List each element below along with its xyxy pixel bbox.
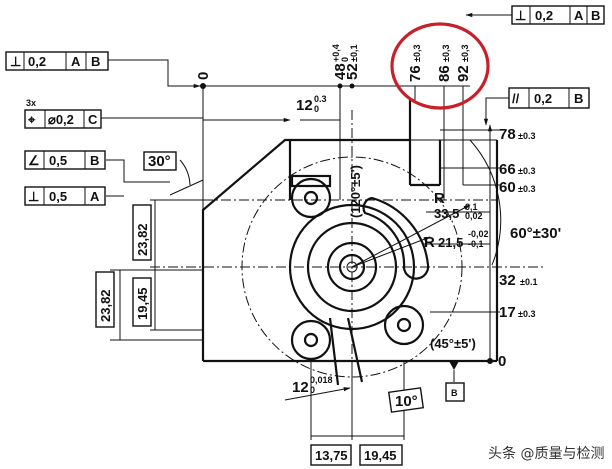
right-dimensions: 78 ±0.3 66 ±0.3 60 ±0.3 32 ±0.1 17 ±0.3 … <box>498 126 537 370</box>
svg-text:12: 12 <box>296 97 313 114</box>
svg-text:17: 17 <box>499 304 516 321</box>
svg-text:32: 32 <box>499 272 516 289</box>
svg-text:C: C <box>88 112 98 127</box>
svg-text:R: R <box>424 234 435 251</box>
svg-text:A: A <box>90 189 100 204</box>
svg-text:R: R <box>434 190 445 207</box>
svg-text:B: B <box>90 153 99 168</box>
datum-b-box: B <box>445 382 465 402</box>
position-icon: ⌖ <box>27 112 36 127</box>
svg-text:86: 86 <box>436 65 453 82</box>
svg-text:A: A <box>71 54 81 69</box>
svg-text:±0,3: ±0,3 <box>441 45 451 62</box>
bolt-holes <box>290 174 425 361</box>
svg-text:60: 60 <box>499 179 516 196</box>
svg-text:23,82: 23,82 <box>135 223 150 256</box>
top-dimensions: 0 48 +0,4 0 52 ±0,1 76 ±0,3 86 ±0,3 92 ±… <box>195 44 472 82</box>
svg-text:60°±30': 60°±30' <box>510 225 561 242</box>
svg-text:10°: 10° <box>395 393 418 410</box>
parallelism-icon: // <box>512 91 520 106</box>
svg-text:B: B <box>591 8 600 23</box>
svg-text:92: 92 <box>455 65 472 82</box>
perpendicularity-icon: ⊥ <box>515 8 526 23</box>
central-hub <box>288 196 430 386</box>
svg-text:66: 66 <box>499 161 516 178</box>
svg-text:23,82: 23,82 <box>98 289 113 322</box>
hole-bottom-left <box>290 319 332 361</box>
svg-text:B: B <box>574 91 583 106</box>
perpendicularity-icon: ⊥ <box>28 189 39 204</box>
svg-text:+0,4: +0,4 <box>331 44 341 62</box>
svg-text:78: 78 <box>499 126 516 143</box>
watermark: 头条 @质量与检测 <box>488 445 604 462</box>
bottom-dimensions: 13,75 19,45 <box>310 444 403 466</box>
svg-text:(45°±5'): (45°±5') <box>430 336 476 351</box>
svg-text:B: B <box>451 388 458 398</box>
svg-text:0: 0 <box>195 72 212 80</box>
svg-text:30°: 30° <box>148 153 171 170</box>
svg-text:0: 0 <box>314 104 319 114</box>
svg-text:52: 52 <box>344 63 361 80</box>
annotations: 12 0.3 0 30° (120°±5') R 33,5 0,1 0,02 R… <box>143 94 561 413</box>
svg-text:±0.1: ±0.1 <box>520 277 537 287</box>
svg-text:±0.3: ±0.3 <box>518 309 535 319</box>
svg-text:19,45: 19,45 <box>135 287 150 320</box>
svg-text:A: A <box>574 8 584 23</box>
dimension-lines <box>100 12 512 440</box>
svg-text:-0,02: -0,02 <box>468 229 489 239</box>
svg-text:48: 48 <box>332 63 349 80</box>
svg-text:33,5: 33,5 <box>434 206 459 221</box>
svg-text:-0,1: -0,1 <box>468 239 484 249</box>
svg-text:0,2: 0,2 <box>534 91 552 106</box>
left-dimensions: 23,82 23,82 19,45 <box>95 204 152 328</box>
svg-text:0,2: 0,2 <box>535 8 553 23</box>
svg-text:13,75: 13,75 <box>315 448 348 463</box>
angularity-icon: ∠ <box>28 153 40 168</box>
svg-text:12: 12 <box>292 379 309 396</box>
svg-text:0,018: 0,018 <box>310 375 333 385</box>
fcf-top-left: ⊥ 0,2 A B <box>5 51 109 71</box>
svg-text:0: 0 <box>310 385 315 395</box>
svg-text:0: 0 <box>340 57 350 62</box>
hole-bottom-right <box>383 304 425 346</box>
highlight-circle <box>390 22 490 110</box>
svg-text:(120°±5'): (120°±5') <box>348 165 363 218</box>
svg-text:0,1: 0,1 <box>465 202 478 212</box>
svg-text:±0,3: ±0,3 <box>412 45 422 62</box>
svg-text:3x: 3x <box>26 98 36 108</box>
svg-text:±0,3: ±0,3 <box>460 45 470 62</box>
svg-text:±0.3: ±0.3 <box>518 131 535 141</box>
svg-text:76: 76 <box>407 65 424 82</box>
fcf-position: 3x ⌖ ⌀0,2 C <box>24 98 102 129</box>
svg-text:B: B <box>91 54 100 69</box>
fcf-parallelism: // 0,2 B <box>508 87 590 109</box>
svg-text:±0,1: ±0,1 <box>349 45 359 62</box>
svg-text:±0.3: ±0.3 <box>518 184 535 194</box>
svg-text:0,02: 0,02 <box>465 211 483 221</box>
svg-text:0: 0 <box>498 353 506 370</box>
svg-text:0,5: 0,5 <box>49 153 67 168</box>
fcf-perpendicularity-left: ⊥ 0,5 A <box>24 186 106 206</box>
svg-text:±0.3: ±0.3 <box>518 166 535 176</box>
svg-text:19,45: 19,45 <box>364 448 397 463</box>
hole-top-left <box>290 174 332 219</box>
svg-text:0,2: 0,2 <box>28 54 46 69</box>
svg-text:⌀0,2: ⌀0,2 <box>48 112 74 127</box>
fcf-angularity: ∠ 0,5 B <box>24 150 106 170</box>
svg-text:0.3: 0.3 <box>314 94 327 104</box>
fcf-top-right: ⊥ 0,2 A B <box>511 5 605 25</box>
svg-text:21,5: 21,5 <box>438 235 463 250</box>
perpendicularity-icon: ⊥ <box>10 54 21 69</box>
svg-text:0,5: 0,5 <box>49 189 67 204</box>
